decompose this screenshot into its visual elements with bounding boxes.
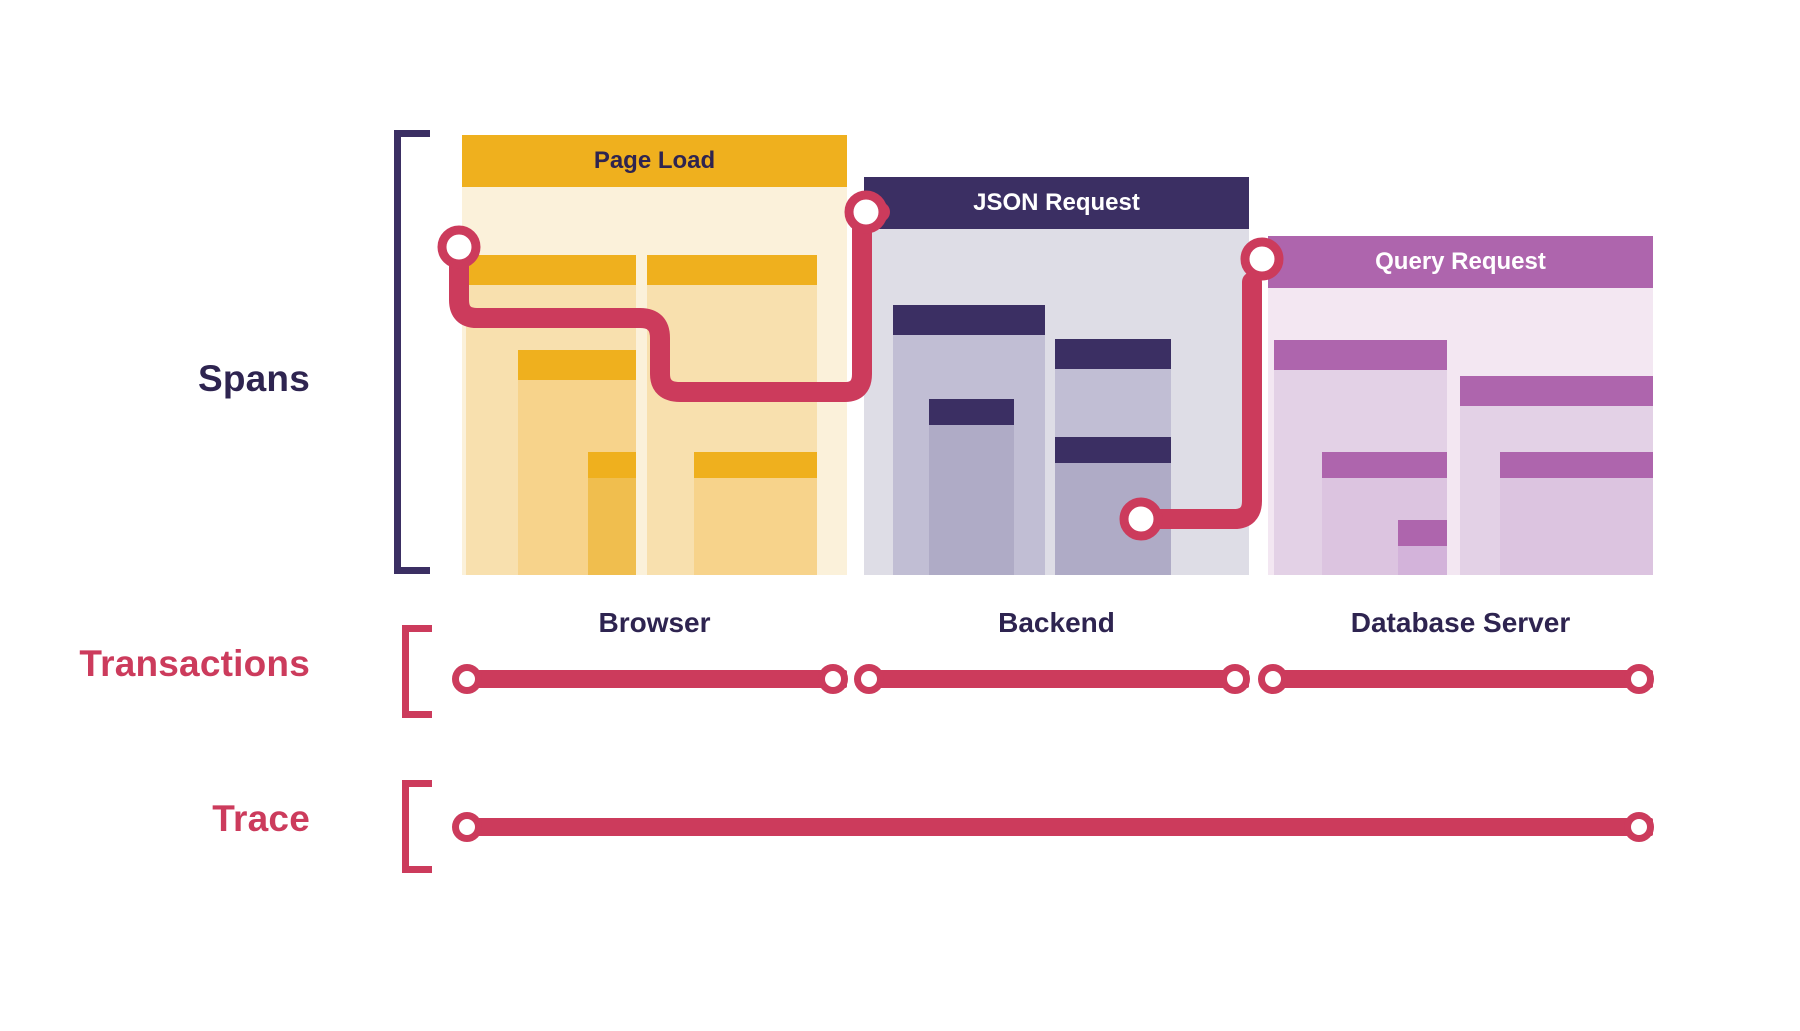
transaction-title-page-load: Page Load [462,135,847,187]
transaction-title-query-request: Query Request [1268,236,1653,288]
span-bar-head [893,305,1045,335]
transaction-node-query-request-end[interactable] [1624,664,1654,694]
trace-node-start[interactable] [452,812,482,842]
span-bar[interactable] [1398,520,1447,575]
span-bar-head [1055,339,1171,369]
span-group-database[interactable]: Query Request [1268,236,1653,575]
transaction-node-query-request-start[interactable] [1258,664,1288,694]
span-bar-head [1398,520,1447,546]
row-label-trace: Trace [212,798,310,839]
transaction-title-json-request: JSON Request [864,177,1249,229]
span-group-browser-body [462,187,847,575]
transaction-segment-query-request[interactable] [1268,670,1653,688]
span-bar-head [466,255,636,285]
bracket-trace [402,780,432,873]
span-bar-head [1055,437,1171,463]
span-bar[interactable] [588,452,636,575]
row-label-spans: Spans [197,358,310,399]
transaction-segment-json-request[interactable] [864,670,1249,688]
span-group-backend-body [864,229,1249,575]
span-bar-head [518,350,636,380]
span-bar-head [588,452,636,478]
service-caption-browser: Browser [598,607,711,638]
span-bar[interactable] [929,399,1014,575]
bracket-spans [394,130,430,574]
span-bar-head [1500,452,1653,478]
span-bar-body [929,399,1014,575]
row-label-transactions: Transactions [79,643,310,684]
span-group-backend[interactable]: JSON Request [864,177,1249,575]
span-bar[interactable] [1055,437,1171,575]
span-bar-head [1274,340,1447,370]
transaction-node-page-load-start[interactable] [452,664,482,694]
span-bar-head [1322,452,1447,478]
span-bar[interactable] [1500,452,1653,575]
span-bar-head [929,399,1014,425]
trace-segment[interactable] [462,818,1653,836]
transaction-node-page-load-end[interactable] [818,664,848,694]
transaction-segment-page-load[interactable] [462,670,847,688]
service-caption-backend: Backend [998,607,1115,638]
span-bar-head [1460,376,1653,406]
trace-node-end[interactable] [1624,812,1654,842]
span-bar-head [694,452,817,478]
span-bar[interactable] [694,452,817,575]
bracket-transactions [402,625,432,718]
service-caption-database: Database Server [1350,607,1571,638]
span-group-browser[interactable]: Page Load [462,135,847,575]
transaction-node-json-request-start[interactable] [854,664,884,694]
span-bar-head [647,255,817,285]
transaction-node-json-request-end[interactable] [1220,664,1250,694]
span-group-database-body [1268,288,1653,575]
